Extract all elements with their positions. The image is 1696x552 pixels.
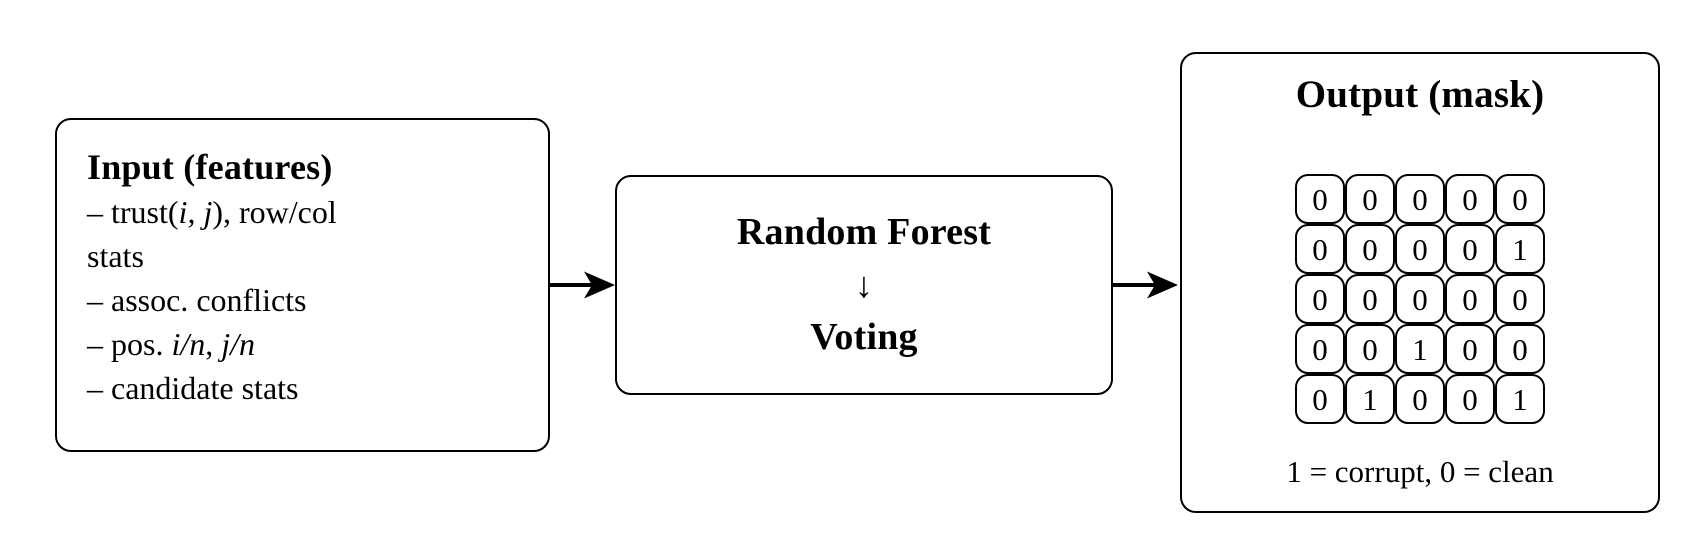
mask-legend: 1 = corrupt, 0 = clean [1286, 454, 1554, 489]
mask-cell: 1 [1495, 374, 1545, 424]
input-box-content: Input (features) – trust(i, j), row/col … [57, 120, 548, 410]
feature-item: – candidate stats [87, 370, 299, 406]
mask-cell: 0 [1295, 274, 1345, 324]
mask-cell: 0 [1395, 274, 1445, 324]
mask-cell: 0 [1295, 174, 1345, 224]
mask-cell: 0 [1445, 324, 1495, 374]
mask-cell: 0 [1495, 324, 1545, 374]
mask-cell: 0 [1445, 274, 1495, 324]
mask-cell: 0 [1495, 274, 1545, 324]
mask-cell: 0 [1295, 374, 1345, 424]
mask-cell: 0 [1295, 224, 1345, 274]
mask-cell: 0 [1395, 174, 1445, 224]
mask-cell: 0 [1295, 324, 1345, 374]
mask-cell: 0 [1345, 174, 1395, 224]
mask-cell: 0 [1395, 374, 1445, 424]
mask-cell: 0 [1395, 224, 1445, 274]
mask-cell: 0 [1345, 224, 1395, 274]
arrow-input-to-model [550, 271, 615, 299]
mask-cell: 1 [1495, 224, 1545, 274]
mask-cell: 0 [1445, 374, 1495, 424]
mask-cell: 0 [1495, 174, 1545, 224]
down-arrow-icon: ↓ [855, 265, 873, 305]
mask-cell: 1 [1345, 374, 1395, 424]
mask-cell: 0 [1445, 224, 1495, 274]
mask-cell: 0 [1345, 324, 1395, 374]
model-step-voting: Voting [810, 316, 918, 358]
random-forest-box: Random Forest ↓ Voting [615, 175, 1113, 395]
feature-item: – trust(i, j), row/col stats [87, 194, 337, 274]
feature-list: – trust(i, j), row/col stats – assoc. con… [87, 190, 520, 410]
input-features-box: Input (features) – trust(i, j), row/col … [55, 118, 550, 452]
feature-item: – assoc. conflicts [87, 282, 307, 318]
mask-cell: 1 [1395, 324, 1445, 374]
feature-item: – pos. i/n, j/n [87, 326, 256, 362]
output-box-title: Output (mask) [1295, 73, 1545, 116]
mask-cell: 0 [1345, 274, 1395, 324]
model-step-random-forest: Random Forest [736, 211, 992, 253]
mask-cell: 0 [1445, 174, 1495, 224]
input-box-title: Input (features) [87, 147, 333, 187]
arrow-model-to-output [1113, 271, 1178, 299]
